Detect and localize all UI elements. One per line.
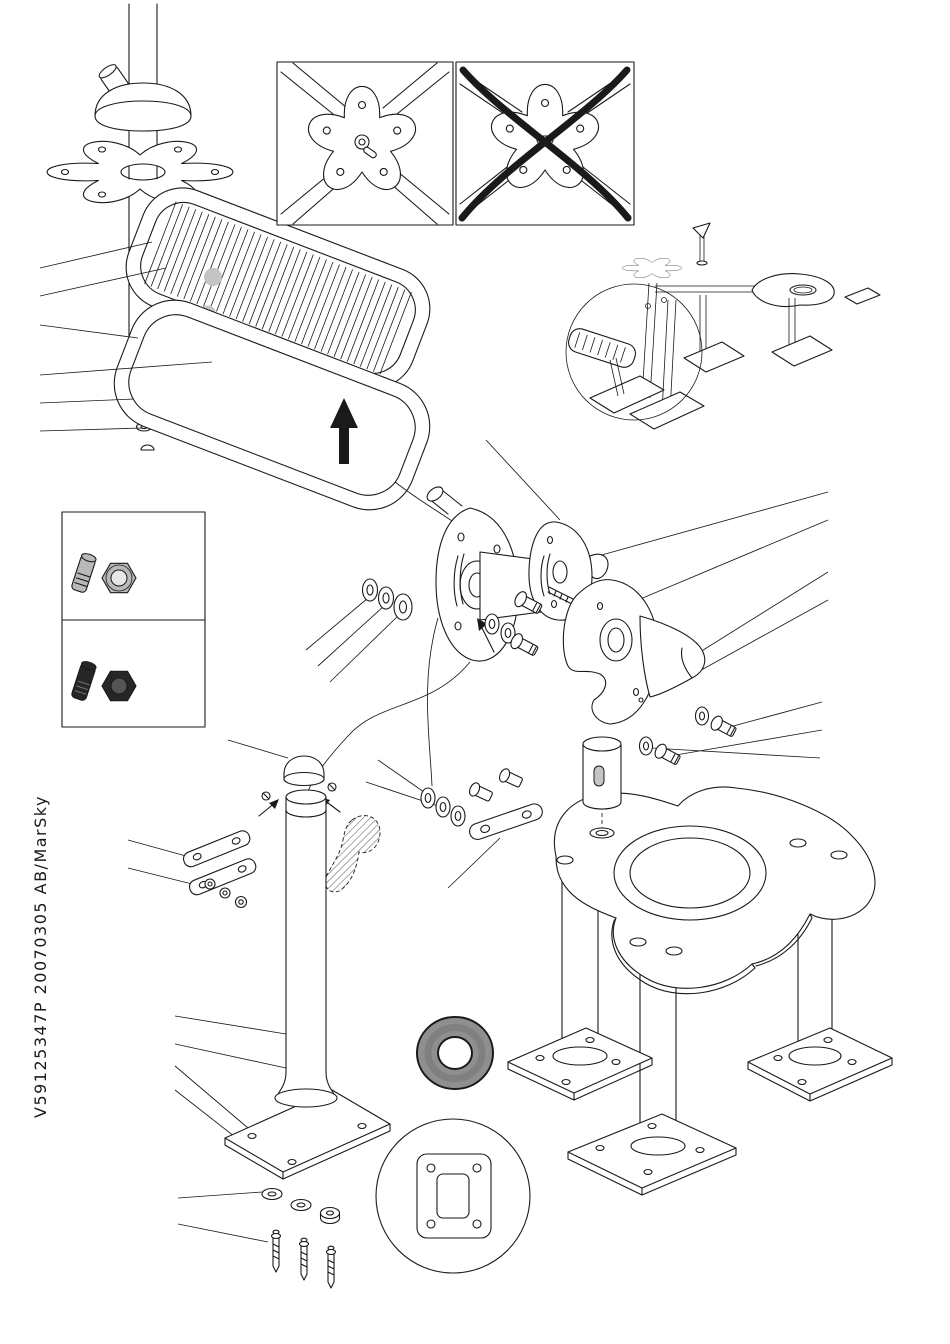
table-assembly bbox=[507, 736, 893, 1196]
pole bbox=[274, 789, 338, 1108]
washer-stack bbox=[361, 578, 413, 621]
clamp-strap bbox=[182, 830, 251, 868]
hub-right-fasteners bbox=[638, 706, 737, 765]
bolt-sample-dark bbox=[71, 661, 97, 701]
cross-out-mark bbox=[458, 66, 631, 222]
tray-leaders bbox=[39, 241, 213, 432]
incorrect-mounting-panel bbox=[455, 61, 635, 226]
up-arrow bbox=[330, 398, 358, 464]
bracket-bolt bbox=[468, 782, 493, 802]
clamp-strap bbox=[469, 803, 543, 840]
rubber-ring bbox=[416, 1016, 494, 1090]
hub-plate-right bbox=[562, 579, 706, 725]
nut-sample-dark bbox=[101, 670, 137, 702]
strap-bolts bbox=[204, 878, 248, 909]
base-plate-detail bbox=[375, 1118, 531, 1274]
fastener-samples-box bbox=[61, 511, 206, 728]
hub-bolts bbox=[484, 586, 576, 656]
leg-base-plate bbox=[507, 1027, 653, 1101]
detail-highlight-circle bbox=[565, 283, 703, 421]
anchor-fasteners bbox=[261, 1187, 341, 1289]
bolt-sample-light bbox=[71, 553, 97, 593]
expansion-anchor bbox=[298, 1237, 310, 1281]
mount-cylinder bbox=[582, 736, 622, 828]
pole-assembly bbox=[127, 739, 543, 1289]
plastic-cap bbox=[204, 268, 222, 286]
nut-sample-light bbox=[101, 562, 137, 594]
rotator-hub-exploded bbox=[305, 439, 829, 795]
assembled-overview bbox=[565, 222, 881, 430]
phantom-bracket bbox=[324, 815, 381, 893]
cap-knob bbox=[94, 64, 192, 132]
insert-arrow bbox=[477, 618, 487, 631]
bushings bbox=[420, 787, 466, 827]
bracket-bolt bbox=[498, 768, 523, 788]
leg-base-plate bbox=[567, 1113, 737, 1196]
cap-screw bbox=[261, 782, 337, 801]
insert-arrow bbox=[269, 799, 279, 809]
correct-mounting-panel bbox=[276, 61, 454, 226]
expansion-anchor bbox=[270, 1229, 282, 1273]
pole-cap bbox=[283, 755, 325, 787]
tabletop bbox=[553, 786, 876, 995]
expansion-anchor bbox=[325, 1245, 337, 1289]
document-code: V59125347P 20070305 AB/MarSky bbox=[31, 795, 50, 1118]
comparison-panels bbox=[276, 61, 635, 226]
leg-base-plate bbox=[747, 1027, 893, 1102]
